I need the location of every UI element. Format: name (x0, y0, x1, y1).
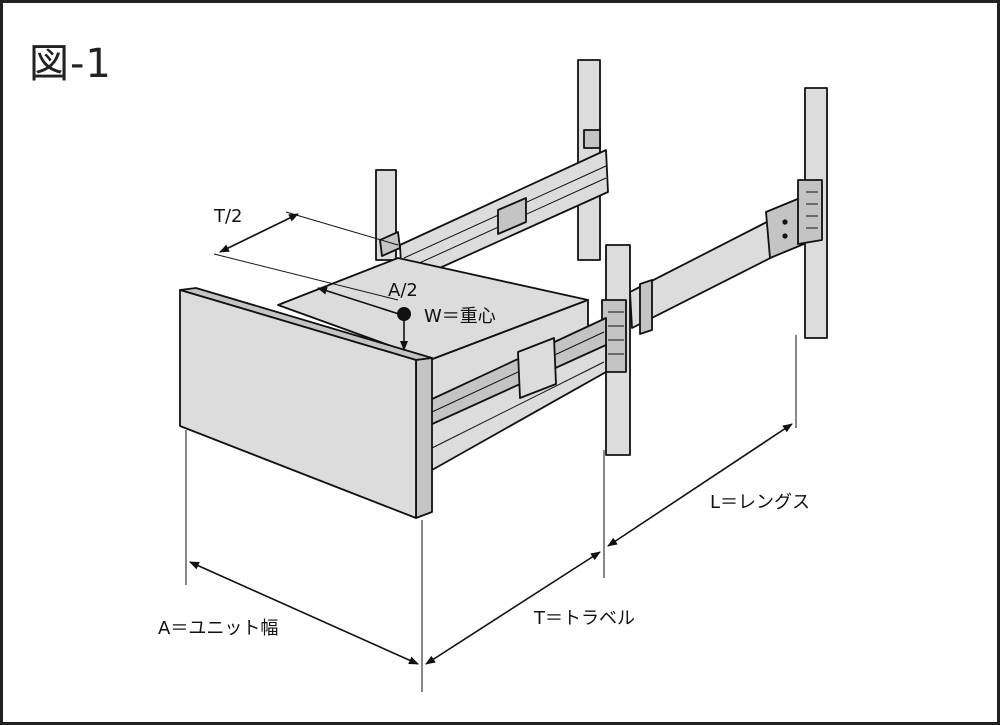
far-side-rail (379, 149, 609, 286)
front-panel (179, 287, 433, 519)
unit-width-label: A＝ユニット幅 (158, 618, 278, 639)
length-label: L＝レングス (710, 492, 810, 513)
half-width-label: A/2 (388, 280, 418, 301)
figure-title: 図-1 (29, 41, 112, 87)
center-of-gravity-marker (317, 286, 411, 351)
dimension-lines (185, 211, 797, 692)
travel-label: T＝トラベル (533, 608, 635, 629)
front-right-post (601, 244, 631, 456)
half-travel-label: T/2 (213, 206, 243, 227)
inner-slide (429, 317, 607, 471)
center-of-gravity-label: W＝重心 (424, 306, 496, 327)
near-side-rail (629, 179, 823, 335)
